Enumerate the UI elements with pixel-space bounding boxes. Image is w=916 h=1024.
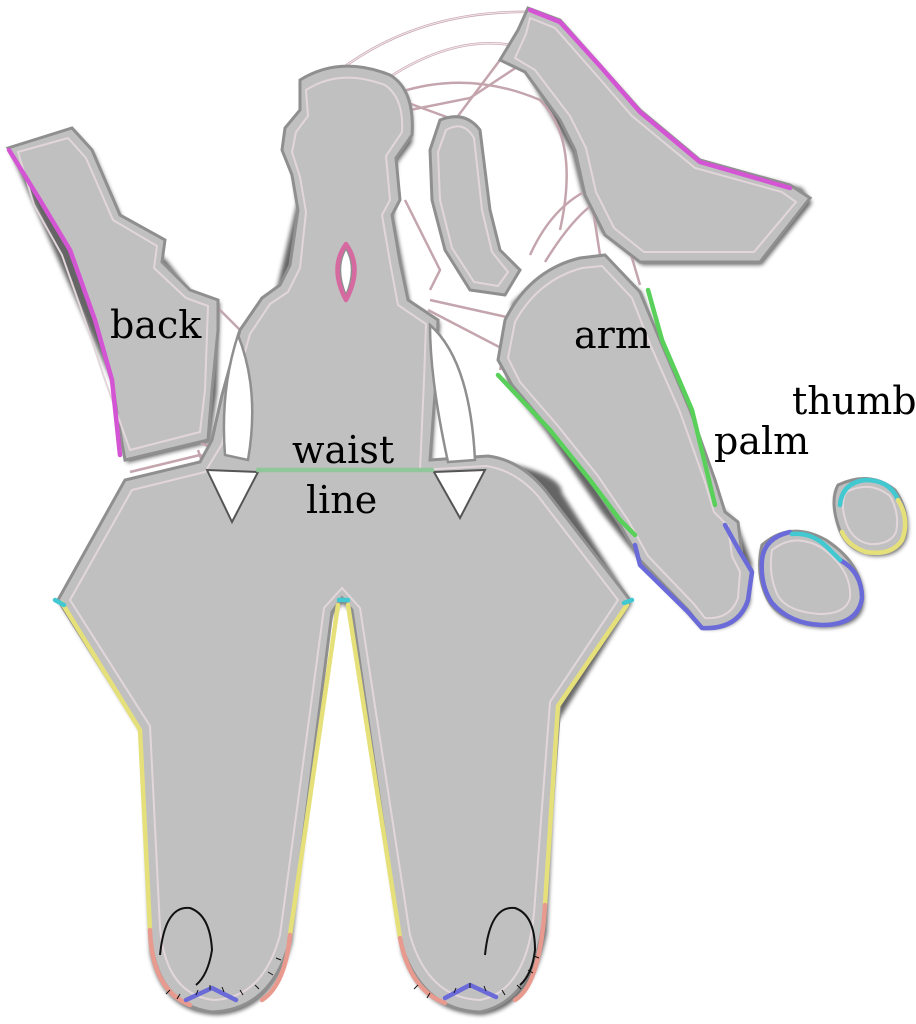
palm-seam-blue [759,529,865,628]
leg-seam-right-inner [345,602,403,941]
arm-piece [495,253,755,631]
toe-right [484,906,537,986]
bridge-shoulder-1 [403,199,442,291]
label-line: line [306,478,377,522]
body-legs-piece [52,64,635,1014]
back-seam-magenta [6,147,123,458]
underarm-opening-left [222,331,254,462]
shoulder-piece [428,115,522,297]
underarm-opening-right [428,322,477,464]
arm-seam-blue [632,522,755,631]
label-back: back [110,303,202,347]
foot-right-seam-salmon [397,902,548,1006]
toe-left [159,906,214,986]
corner-mark-left [52,597,67,608]
label-palm: palm [714,419,809,463]
leg-seam-left-inner [287,602,341,938]
bridge-neck-1 [399,59,501,122]
thumb-piece [832,477,908,555]
leg-seam-right-outer [542,602,630,908]
label-arm: arm [574,313,651,357]
label-waist: waist [292,428,394,472]
foot-left-seam-blue [183,985,239,1003]
stitch-ticks-left [165,957,282,1000]
leg-seam-left-outer [59,600,153,933]
palm-seam-cyan [789,531,843,563]
body-legs-shape [56,64,632,1014]
thumb-seam-cyan [837,477,901,508]
arm-seam-green-back [645,287,718,508]
thumb-seam-yellow [839,497,908,555]
sleeve-piece [497,6,813,264]
bridge-back-waist-2 [129,453,201,474]
foot-left-seam-salmon [147,927,293,1008]
back-piece [5,126,220,462]
dart-left [205,468,260,525]
dart-right [432,468,487,521]
stitch-ticks-right [413,955,540,999]
label-thumb: thumb [792,379,916,423]
sleeve-seam-magenta [527,7,793,191]
neck-seam [335,241,357,303]
arm-seam-green-front [495,372,638,538]
bridge-neck-2 [409,63,521,112]
palm-piece [758,529,865,628]
bridge-ring [399,81,568,231]
corner-mark-right [621,597,635,606]
